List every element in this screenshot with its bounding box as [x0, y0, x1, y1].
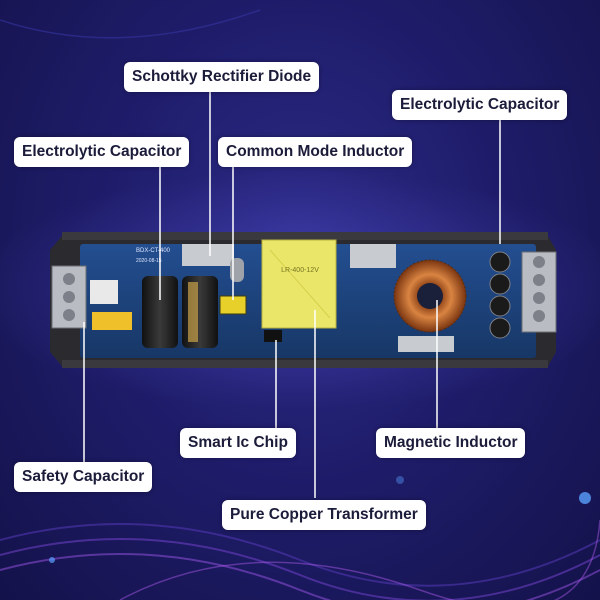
bulk-capacitors [142, 276, 218, 348]
label-electrolytic-capacitor-right: Electrolytic Capacitor [392, 90, 568, 120]
label-safety-capacitor: Safety Capacitor [14, 462, 153, 492]
label-common-mode-inductor: Common Mode Inductor [218, 137, 413, 167]
heatsink-low [398, 336, 454, 352]
output-terminal-block [521, 251, 557, 333]
output-capacitors [489, 251, 511, 339]
input-terminal-block [51, 265, 87, 329]
magnetic-inductor-part [393, 259, 467, 333]
pcb-date-text: 2020-08-15 [136, 258, 162, 264]
heatsink-mid [350, 244, 396, 268]
fuse-part [90, 280, 118, 304]
transformer-part: LR-400-12V [261, 239, 337, 329]
schottky-diode-part [182, 244, 234, 266]
diode-body [230, 258, 244, 282]
safety-capacitor-part [92, 312, 132, 330]
label-smart-ic-chip: Smart Ic Chip [180, 428, 296, 458]
label-magnetic-inductor: Magnetic Inductor [376, 428, 526, 458]
pcb-model-text: BDX-CT-400 [136, 248, 171, 254]
label-electrolytic-capacitor-left: Electrolytic Capacitor [14, 137, 190, 167]
leader-lines [83, 92, 501, 498]
transformer-code-text: LR-400-12V [281, 267, 319, 274]
label-pure-copper-transformer: Pure Copper Transformer [222, 500, 426, 530]
smart-ic-part [264, 330, 282, 342]
label-schottky-rectifier-diode: Schottky Rectifier Diode [124, 62, 320, 92]
